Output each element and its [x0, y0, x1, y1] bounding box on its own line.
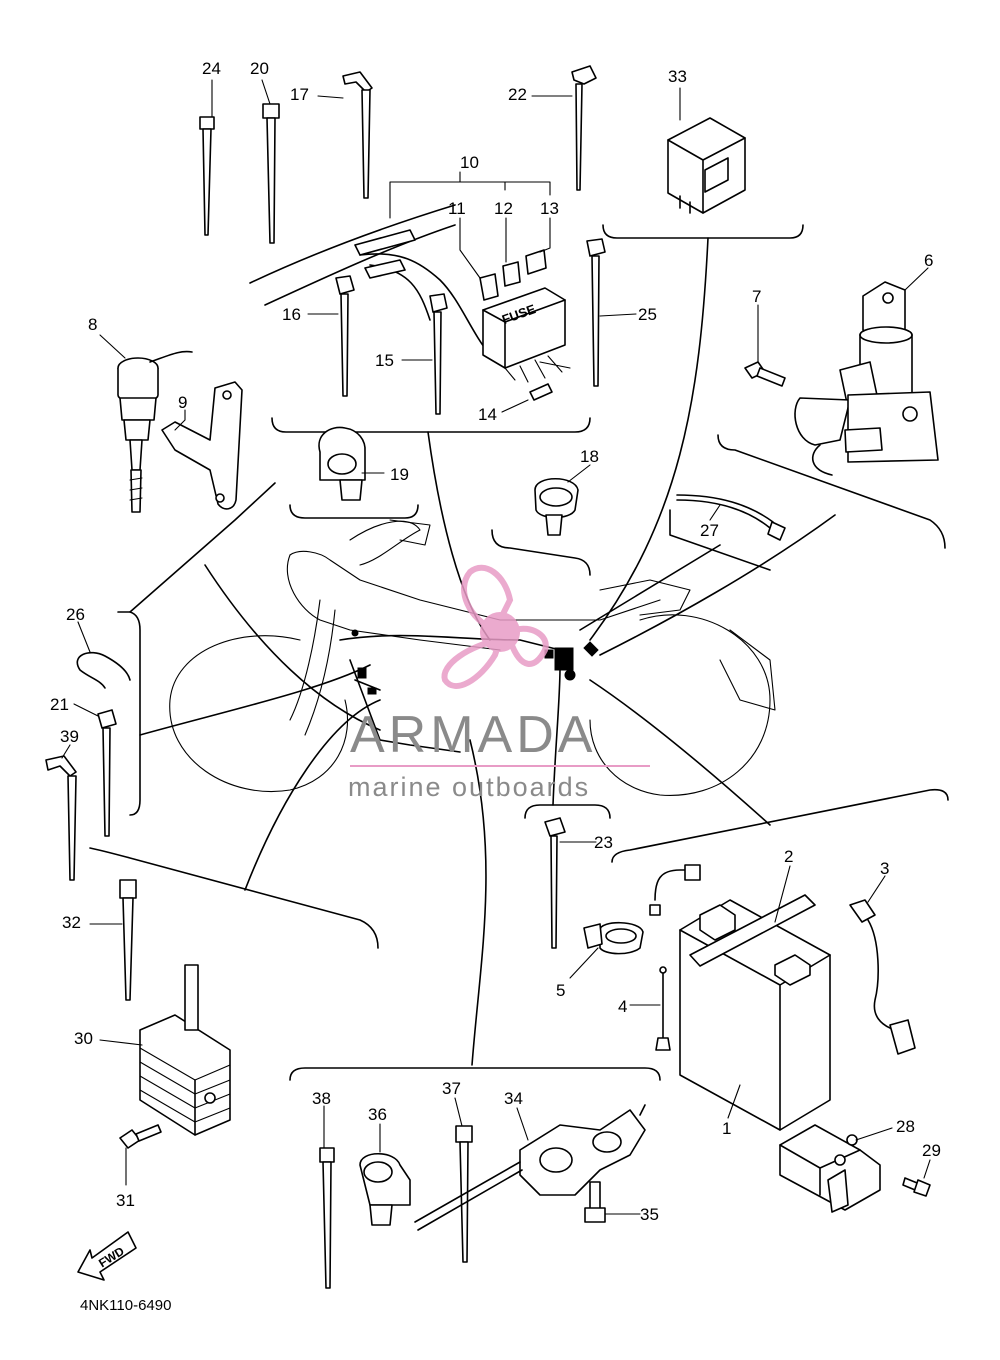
- cable-tie-17: [342, 71, 373, 199]
- fwd-direction-arrow: FWD: [77, 1231, 137, 1281]
- callout-36: 36: [368, 1105, 387, 1124]
- callout-21: 21: [50, 695, 69, 714]
- callout-34: 34: [504, 1089, 523, 1108]
- callout-14: 14: [478, 405, 497, 424]
- callout-25: 25: [638, 305, 657, 324]
- callout-7: 7: [752, 287, 761, 306]
- callout-33: 33: [668, 67, 687, 86]
- diagram-code: 4NK110-6490: [80, 1297, 171, 1314]
- callout-37: 37: [442, 1079, 461, 1098]
- relay-part-28: [779, 1124, 881, 1213]
- cable-tie-23: [544, 817, 566, 949]
- clamp-part-19: [318, 426, 366, 501]
- callout-22: 22: [508, 85, 527, 104]
- cable-tie-39: [45, 755, 77, 881]
- callout-28: 28: [896, 1117, 915, 1136]
- callout-27: 27: [700, 521, 719, 540]
- callout-5: 5: [556, 981, 565, 1000]
- callout-31: 31: [116, 1191, 135, 1210]
- cable-tie-16: [335, 275, 355, 397]
- motorcycle-outline: [169, 519, 776, 796]
- callout-2: 2: [784, 847, 793, 866]
- callout-18: 18: [580, 447, 599, 466]
- bolt-part-31: [119, 1124, 162, 1149]
- battery-strap-part-2: [689, 894, 816, 967]
- callout-numbers: 1 2 3 4 5 6 7 8 9 10 11 12 13 14 15 16 1…: [50, 59, 941, 1224]
- watermark: ARMADA marine outboards: [348, 564, 650, 802]
- callout-32: 32: [62, 913, 81, 932]
- group-brackets: [89, 204, 949, 1081]
- sensor-part-34: [414, 1104, 646, 1231]
- callout-6: 6: [924, 251, 933, 270]
- watermark-subtitle: marine outboards: [348, 772, 590, 802]
- clamp-part-5: [583, 921, 644, 955]
- callout-26: 26: [66, 605, 85, 624]
- cable-tie-38: [319, 1147, 335, 1289]
- callout-1: 1: [722, 1119, 731, 1138]
- cable-tie-22: [571, 65, 597, 191]
- callout-35: 35: [640, 1205, 659, 1224]
- callout-17: 17: [290, 85, 309, 104]
- bolt-part-7: [744, 361, 786, 387]
- switch-part-8: [117, 350, 193, 513]
- battery-cable-part-3: [849, 899, 916, 1055]
- wiring-leader-lines: [139, 237, 836, 1066]
- rectifier-part-30: [139, 964, 231, 1136]
- cable-tie-20: [262, 103, 280, 244]
- callout-15: 15: [375, 351, 394, 370]
- bolt-part-35: [584, 1181, 606, 1223]
- clip-part-26: [76, 651, 131, 689]
- callout-23: 23: [594, 833, 613, 852]
- callout-11: 11: [448, 199, 466, 218]
- fuse-box-assembly: FUSE: [354, 229, 571, 401]
- cable-tie-37: [455, 1125, 473, 1263]
- cable-tie-15: [429, 293, 448, 415]
- cable-tie-25: [586, 238, 606, 387]
- callout-19: 19: [390, 465, 409, 484]
- propeller-logo-icon: [441, 564, 549, 689]
- callout-38: 38: [312, 1089, 331, 1108]
- bracket-part-9: [161, 381, 243, 510]
- callout-39: 39: [60, 727, 79, 746]
- clamp-part-18: [534, 478, 579, 536]
- callout-20: 20: [250, 59, 269, 78]
- clamp-part-36: [359, 1153, 411, 1226]
- cable-tie-21: [97, 709, 117, 837]
- battery-cable-part-4: [649, 864, 701, 1051]
- cable-part-27: [676, 494, 786, 541]
- callout-9: 9: [178, 393, 187, 412]
- cable-tie-24: [199, 116, 215, 236]
- callout-24: 24: [202, 59, 221, 78]
- callout-16: 16: [282, 305, 301, 324]
- callout-13: 13: [540, 199, 559, 218]
- callout-29: 29: [922, 1141, 941, 1160]
- callout-3: 3: [880, 859, 889, 878]
- relay-unit-33: [667, 117, 746, 214]
- cable-tie-32: [119, 879, 137, 1001]
- watermark-title: ARMADA: [350, 706, 596, 764]
- callout-leaders: [61, 79, 931, 1215]
- callout-12: 12: [494, 199, 513, 218]
- callout-8: 8: [88, 315, 97, 334]
- ignition-switch-6: [794, 281, 939, 476]
- callout-10: 10: [460, 153, 479, 172]
- bolt-part-29: [902, 1177, 931, 1197]
- callout-4: 4: [618, 997, 627, 1016]
- callout-30: 30: [74, 1029, 93, 1048]
